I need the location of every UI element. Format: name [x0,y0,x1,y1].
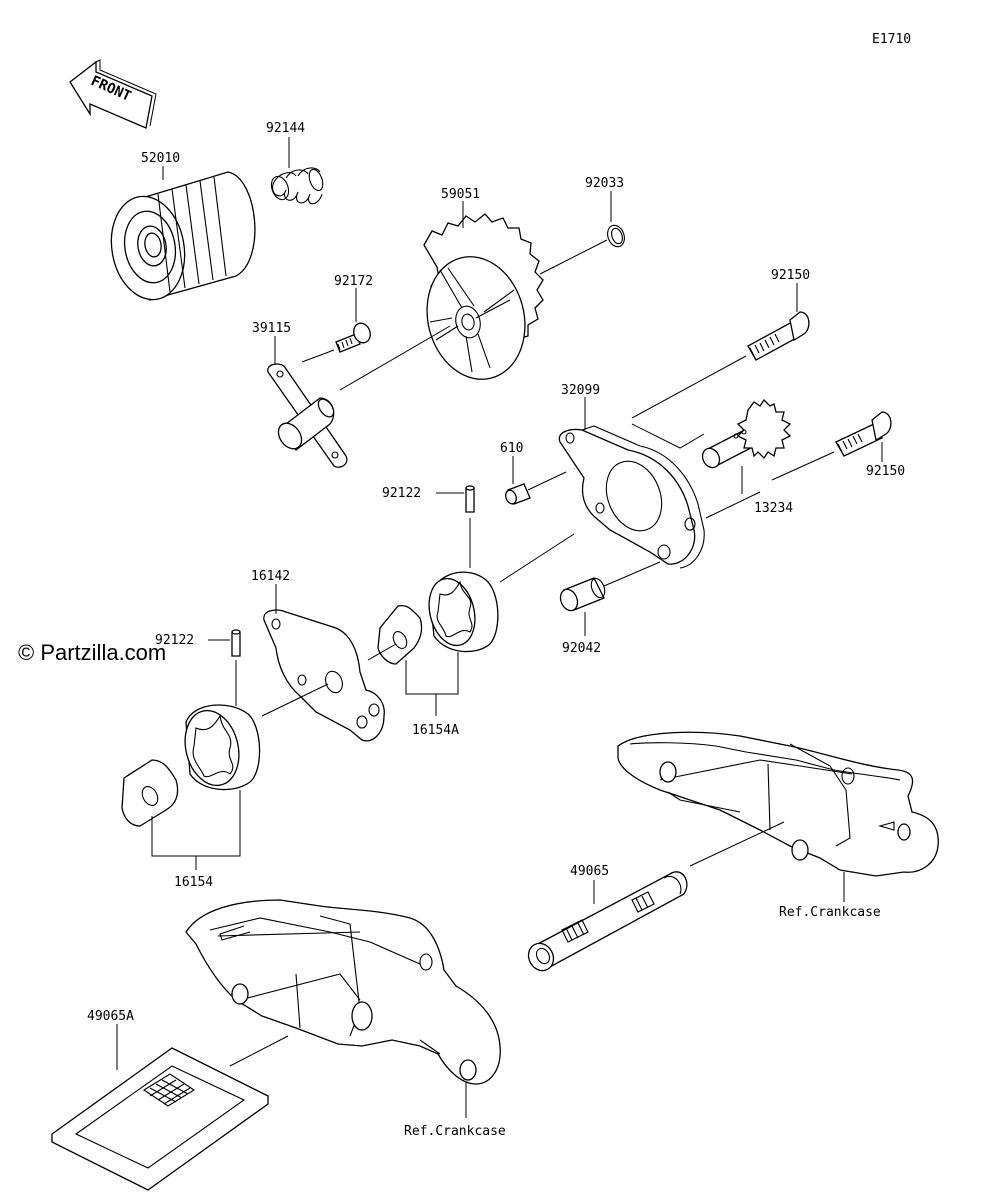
outer-rotor-16154-icon [184,704,261,791]
dowel-pin-610-icon [505,483,531,505]
label-16142: 16142 [251,569,290,584]
dowel-92042-icon [559,577,606,612]
ref-crankcase-right: Ref.Crankcase [779,905,881,920]
label-52010: 52010 [141,151,180,166]
spring-92144-icon [270,167,324,205]
label-92150-lower: 92150 [866,464,905,479]
crankcase-right-icon [617,731,939,877]
label-59051: 59051 [441,187,480,202]
label-16154A: 16154A [412,723,459,738]
bolt-92150-upper-icon [747,311,810,361]
bolt-92150-lower-icon [835,411,892,457]
label-13234: 13234 [754,501,793,516]
label-49065: 49065 [570,864,609,879]
diagram-code: E1710 [872,32,911,47]
plate-16142-icon [263,609,385,742]
pin-92122-lower-icon [231,629,241,657]
screen-49065A-icon [50,1047,270,1191]
watermark: © Partzilla.com [18,640,166,665]
shaft-plate-39115-icon [267,363,348,468]
inner-rotor-16154A-icon [377,604,423,665]
label-92033: 92033 [585,176,624,191]
label-39115: 39115 [252,321,291,336]
label-32099: 32099 [561,383,600,398]
pin-92122-upper-icon [465,485,475,513]
label-92122-lower: 92122 [155,633,194,648]
front-arrow-icon: FRONT [69,59,157,129]
crankcase-left-icon [185,899,501,1085]
label-610: 610 [500,441,523,456]
label-16154: 16154 [174,875,213,890]
shaft-gear-13234-icon [701,398,792,469]
gear-59051-icon [423,213,544,380]
label-92144: 92144 [266,121,305,136]
screw-92172-icon [335,322,371,353]
oil-filter-52010-icon [110,171,256,301]
outer-rotor-16154A-icon [428,571,499,653]
label-92042: 92042 [562,641,601,656]
circlip-92033-icon [607,224,625,248]
ref-crankcase-left: Ref.Crankcase [404,1124,506,1139]
label-49065A: 49065A [87,1009,134,1024]
label-92122-upper: 92122 [382,486,421,501]
strainer-pipe-49065-icon [527,871,688,972]
label-92150-upper: 92150 [771,268,810,283]
pump-body-32099-icon [558,425,705,569]
inner-rotor-16154-icon [121,759,179,827]
label-92172: 92172 [334,274,373,289]
